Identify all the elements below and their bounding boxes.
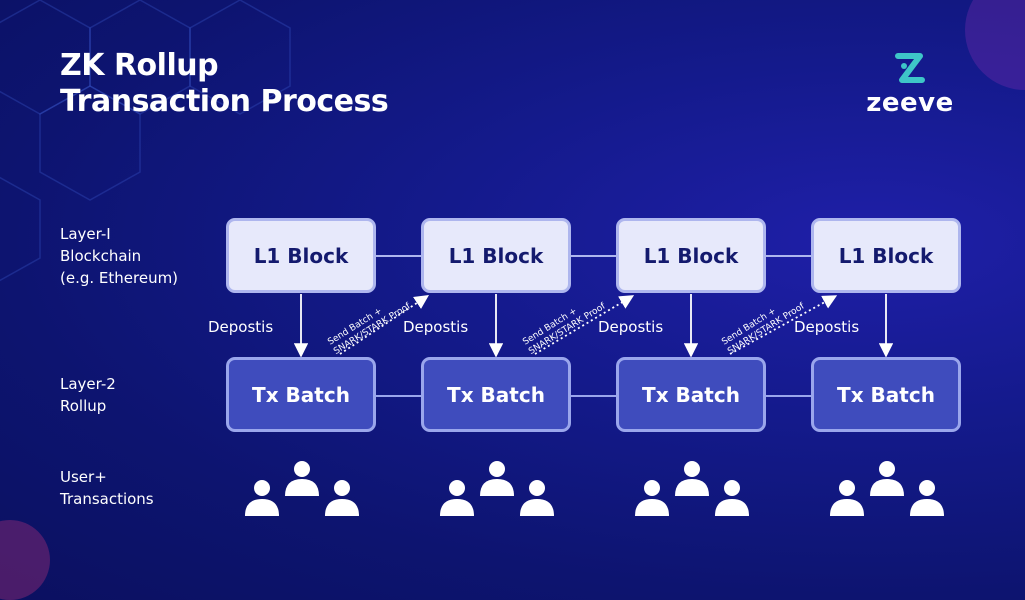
l1-block: L1 Block: [616, 218, 766, 293]
zeeve-logo-icon: [895, 53, 925, 83]
title-line-2: Transaction Process: [60, 84, 389, 119]
proof-arrow: [339, 295, 430, 355]
proof-arrow: [534, 295, 635, 355]
users-label-line: User+: [60, 468, 107, 486]
users-label-line: Transactions: [60, 490, 154, 508]
l1-block: L1 Block: [811, 218, 961, 293]
layer1-label-line: Blockchain: [60, 247, 142, 265]
deposit-label: Depostis: [208, 318, 274, 336]
layer1-label-line: (e.g. Ethereum): [60, 269, 179, 287]
l1-block: L1 Block: [421, 218, 571, 293]
l1-block: L1 Block: [226, 218, 376, 293]
proof-label: Send Batch + SNARK/STARK Proof: [521, 301, 608, 357]
tx-batch: Tx Batch: [616, 357, 766, 432]
users-label: User+ Transactions: [60, 466, 154, 510]
deposit-label: Depostis: [598, 318, 664, 336]
deposit-label: Depostis: [794, 318, 860, 336]
users-group-icon: [635, 461, 749, 516]
layer2-label: Layer-2 Rollup: [60, 373, 116, 417]
logo-wordmark: zeeve: [866, 88, 954, 118]
users-group-icon: [830, 461, 944, 516]
proof-label: Send Batch + SNARK/STARK Proof: [326, 301, 413, 357]
tx-batch: Tx Batch: [226, 357, 376, 432]
title-line-1: ZK Rollup: [60, 48, 219, 83]
layer2-label-line: Layer-2: [60, 375, 116, 393]
page-title: ZK Rollup Transaction Process: [60, 48, 389, 120]
tx-batch: Tx Batch: [811, 357, 961, 432]
layer2-label-line: Rollup: [60, 397, 107, 415]
users-group-icon: [440, 461, 554, 516]
layer1-label-line: Layer-I: [60, 225, 111, 243]
users-group-icon: [245, 461, 359, 516]
zeeve-logo: zeeve: [860, 52, 960, 118]
layer1-label: Layer-I Blockchain (e.g. Ethereum): [60, 223, 178, 289]
tx-batch: Tx Batch: [421, 357, 571, 432]
deposit-label: Depostis: [403, 318, 469, 336]
